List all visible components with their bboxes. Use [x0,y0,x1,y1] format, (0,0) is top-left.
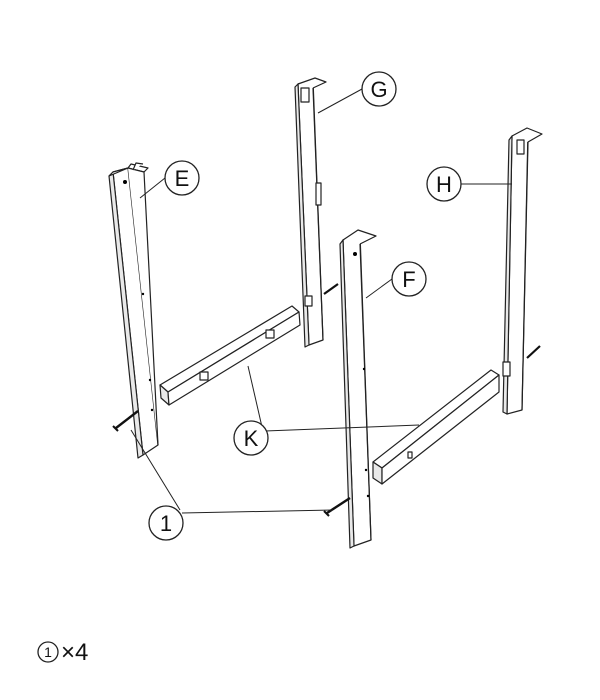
leg-g [294,77,327,348]
label-f: F [402,267,415,292]
quantity-count: ×4 [61,639,88,666]
screw-1b [323,496,351,517]
leg-f [339,229,377,549]
leg-e [108,162,159,459]
screw-1d [526,345,541,359]
callout-g: G [361,71,397,107]
leader-lines [130,88,512,514]
label-k: K [244,426,259,451]
label-h: H [436,172,452,197]
callout-e: E [164,160,200,196]
callout-k: K [233,420,269,456]
callout-f: F [391,261,427,297]
label-e: E [175,166,190,191]
rail-k-right [372,369,500,485]
screw-1a [112,410,139,432]
rail-k-left [159,305,301,406]
screw-1c [323,283,339,295]
leg-h [502,127,543,415]
label-screw: 1 [160,511,172,536]
callout-screw: 1 [148,505,184,541]
callout-h: H [426,166,462,202]
label-g: G [370,77,387,102]
quantity-part-number: 1 [44,644,52,660]
quantity-note: 1 ×4 [37,639,88,666]
